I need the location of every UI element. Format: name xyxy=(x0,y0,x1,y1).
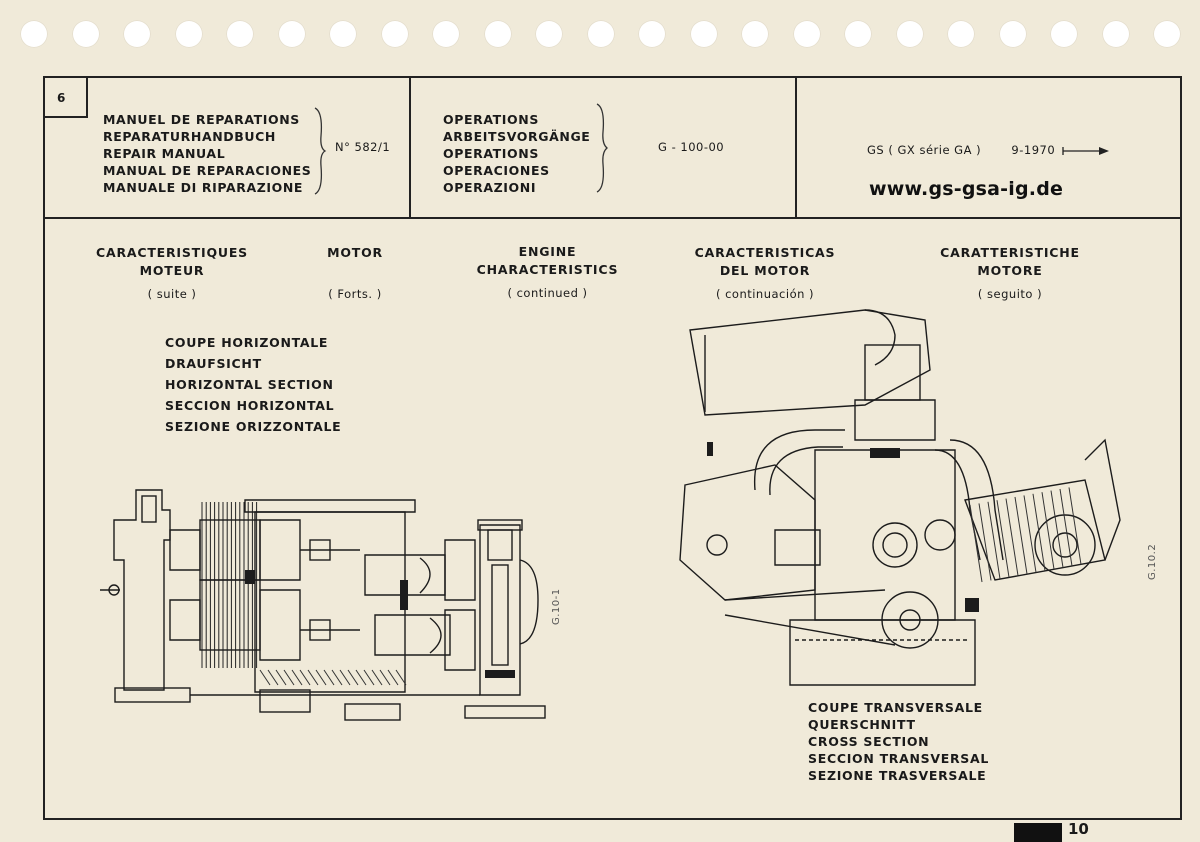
binder-hole xyxy=(483,20,512,48)
heading-en-line1: ENGINE xyxy=(518,244,577,259)
page-number: 6 xyxy=(57,91,66,105)
binder-hole xyxy=(174,20,203,48)
figure-label-left: G.10-1 xyxy=(551,588,562,625)
heading-es-line1: CARACTERISTICAS xyxy=(694,245,836,260)
horizontal-section-drawing xyxy=(100,489,546,721)
binder-hole xyxy=(432,20,460,48)
binder-hole xyxy=(329,20,357,48)
header-divider-2 xyxy=(795,78,797,217)
operation-titles: OPERATIONS ARBEITSVORGÄNGE OPERATIONS OP… xyxy=(443,111,590,196)
manual-number: N° 582/1 xyxy=(335,140,391,154)
model-label: GS ( GX série GA ) 9-1970 xyxy=(867,143,1110,157)
binder-hole xyxy=(947,20,975,48)
footer-bar xyxy=(1014,823,1062,842)
caption-line: QUERSCHNITT xyxy=(808,717,916,732)
binder-hole xyxy=(895,20,924,48)
heading-fr: CARACTERISTIQUES MOTEUR ( suite ) xyxy=(72,244,272,303)
manual-title-en: REPAIR MANUAL xyxy=(103,146,226,161)
header-block: 6 MANUEL DE REPARATIONS REPARATURHANDBUC… xyxy=(45,78,1180,219)
heading-en: ENGINE CHARACTERISTICS ( continued ) xyxy=(460,243,635,302)
operation-title-es: OPERACIONES xyxy=(443,163,550,178)
binder-hole xyxy=(741,20,769,48)
heading-it-sub: ( seguito ) xyxy=(977,287,1043,301)
cross-section-drawing xyxy=(679,309,1121,686)
heading-en-line2: CHARACTERISTICS xyxy=(476,262,619,277)
heading-it: CARATTERISTICHE MOTORE ( seguito ) xyxy=(915,244,1105,303)
heading-fr-line2: MOTEUR xyxy=(139,263,205,278)
website-url: www.gs-gsa-ig.de xyxy=(869,178,1064,200)
brace-icon xyxy=(314,107,327,195)
caption-line: SECCION TRANSVERSAL xyxy=(808,751,990,766)
binder-hole xyxy=(1050,20,1078,48)
heading-fr-sub: ( suite ) xyxy=(147,287,197,301)
binder-hole xyxy=(638,20,666,48)
manual-title-de: REPARATURHANDBUCH xyxy=(103,129,276,144)
manual-title-it: MANUALE DI RIPARAZIONE xyxy=(103,180,304,195)
operation-title-de: ARBEITSVORGÄNGE xyxy=(443,129,591,144)
binder-hole xyxy=(1153,20,1181,48)
heading-it-line1: CARATTERISTICHE xyxy=(940,245,1080,260)
operation-code: G - 100-00 xyxy=(658,140,725,154)
caption-line: SEZIONE ORIZZONTALE xyxy=(165,419,342,434)
binder-hole xyxy=(535,20,563,48)
binder-hole xyxy=(844,20,872,48)
operation-title-en: OPERATIONS xyxy=(443,146,539,161)
binder-hole xyxy=(689,20,718,48)
date: 9-1970 xyxy=(1011,143,1056,157)
binder-hole xyxy=(20,20,48,48)
caption-line: SEZIONE TRASVERSALE xyxy=(808,768,987,783)
horizontal-section-caption: COUPE HORIZONTALE DRAUFSICHT HORIZONTAL … xyxy=(165,332,341,437)
arrow-right-icon xyxy=(1062,146,1110,155)
caption-line: HORIZONTAL SECTION xyxy=(165,377,334,392)
heading-it-line2: MOTORE xyxy=(977,263,1043,278)
caption-line: CROSS SECTION xyxy=(808,734,930,749)
manual-title-es: MANUAL DE REPARACIONES xyxy=(103,163,312,178)
cross-section-caption: COUPE TRANSVERSALE QUERSCHNITT CROSS SEC… xyxy=(808,699,989,784)
caption-line: SECCION HORIZONTAL xyxy=(165,398,335,413)
operation-title-fr: OPERATIONS xyxy=(443,112,539,127)
binder-hole xyxy=(226,20,254,48)
binder-hole xyxy=(123,20,151,48)
model: GS ( GX série GA ) xyxy=(867,143,982,157)
heading-es: CARACTERISTICAS DEL MOTOR ( continuación… xyxy=(670,244,860,303)
binder-hole xyxy=(1101,20,1130,48)
binder-hole xyxy=(792,20,821,48)
brace-icon xyxy=(596,103,609,193)
footer-page-number: 10 xyxy=(1068,820,1089,838)
figure-label-right: G.10.2 xyxy=(1147,543,1158,580)
binder-hole xyxy=(380,20,409,48)
binder-hole xyxy=(586,20,615,48)
manual-titles: MANUEL DE REPARATIONS REPARATURHANDBUCH … xyxy=(103,111,311,196)
page-frame: 6 MANUEL DE REPARATIONS REPARATURHANDBUC… xyxy=(43,76,1182,820)
page-number-box: 6 xyxy=(45,78,88,118)
caption-line: DRAUFSICHT xyxy=(165,356,262,371)
binder-hole xyxy=(277,20,306,48)
binder-hole xyxy=(71,20,100,48)
caption-line: COUPE HORIZONTALE xyxy=(165,335,329,350)
heading-en-sub: ( continued ) xyxy=(507,286,588,300)
operation-title-it: OPERAZIONI xyxy=(443,180,537,195)
heading-es-sub: ( continuación ) xyxy=(715,287,815,301)
heading-de: MOTOR ( Forts. ) xyxy=(295,244,415,303)
heading-de-line1: MOTOR xyxy=(327,245,383,260)
manual-title-fr: MANUEL DE REPARATIONS xyxy=(103,112,300,127)
heading-es-line2: DEL MOTOR xyxy=(719,263,811,278)
heading-de-sub: ( Forts. ) xyxy=(328,287,382,301)
binder-hole xyxy=(998,20,1027,48)
caption-line: COUPE TRANSVERSALE xyxy=(808,700,983,715)
header-divider-1 xyxy=(409,78,411,217)
heading-fr-line1: CARACTERISTIQUES xyxy=(96,245,248,260)
